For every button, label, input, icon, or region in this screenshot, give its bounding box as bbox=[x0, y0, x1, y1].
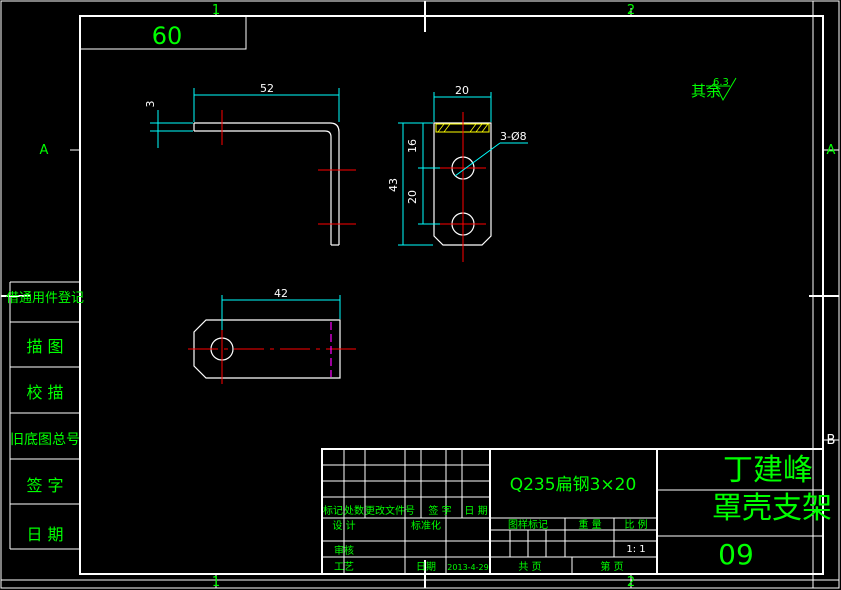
label-sheet-no: 第 页 bbox=[600, 560, 623, 573]
side-table-cell-4: 旧底图总号 bbox=[10, 432, 80, 448]
title-scale: 1: 1 bbox=[626, 544, 645, 555]
label-date: 日期 bbox=[416, 561, 436, 573]
side-table-cell-5: 签 字 bbox=[26, 476, 63, 495]
dim-side-width: 20 bbox=[455, 84, 469, 97]
rev-header-sign: 签 字 bbox=[428, 504, 451, 517]
top-view: 42 bbox=[188, 287, 362, 384]
side-table-cell-6: 日 期 bbox=[26, 525, 63, 544]
side-table-cell-1: 借通用件登记 bbox=[6, 291, 84, 306]
rev-header-doc: 更改文件号 bbox=[365, 504, 415, 517]
dim-top-length: 42 bbox=[274, 287, 288, 300]
grid-right-b: B bbox=[827, 433, 836, 448]
part-number-text: 60 bbox=[152, 22, 183, 50]
dim-front-thickness: 3 bbox=[144, 101, 157, 108]
rev-header-mark: 标记 bbox=[323, 505, 343, 517]
title-drawing-number: 09 bbox=[718, 538, 754, 571]
label-standardize: 标准化 bbox=[411, 519, 441, 532]
dim-side-lower: 20 bbox=[406, 190, 419, 204]
rev-header-count: 处数 bbox=[344, 504, 364, 517]
grid-right-a: A bbox=[827, 143, 836, 158]
label-process: 工艺 bbox=[334, 561, 354, 573]
title-part-name: 罩壳支架 bbox=[712, 491, 832, 526]
side-table-cell-2: 描 图 bbox=[26, 337, 63, 356]
side-table: 借通用件登记 描 图 校 描 旧底图总号 签 字 日 期 bbox=[6, 281, 84, 550]
roughness-symbol: 其余 6.3 bbox=[691, 77, 737, 102]
grid-left-a: A bbox=[40, 143, 49, 158]
label-design: 设 计 bbox=[332, 519, 355, 532]
grid-bottom-1: 1 bbox=[212, 575, 220, 590]
front-view: 52 3 bbox=[144, 82, 356, 246]
side-table-cell-3: 校 描 bbox=[26, 383, 63, 402]
side-view: 20 16 20 43 3-Ø8 bbox=[387, 84, 528, 262]
dim-side-height: 43 bbox=[387, 178, 400, 192]
title-material: Q235扁钢3×20 bbox=[510, 475, 637, 495]
label-weight: 重 量 bbox=[578, 518, 601, 531]
title-block: Q235扁钢3×20 丁建峰 罩壳支架 09 标记 处数 更改文件号 签 字 日… bbox=[321, 448, 832, 575]
label-ratio: 比 例 bbox=[624, 518, 647, 531]
rev-header-date: 日 期 bbox=[464, 505, 487, 517]
label-stage-mark: 图样标记 bbox=[508, 518, 548, 531]
grid-top-2: 2 bbox=[627, 3, 635, 18]
dim-side-holes: 3-Ø8 bbox=[500, 130, 527, 143]
grid-bottom-2: 2 bbox=[627, 575, 635, 590]
title-designer: 丁建峰 bbox=[723, 453, 813, 488]
label-review: 审核 bbox=[334, 544, 354, 557]
dim-side-upper: 16 bbox=[406, 139, 419, 153]
title-date: 2013-4-29 bbox=[447, 563, 488, 572]
grid-top-1: 1 bbox=[212, 3, 220, 18]
roughness-value: 6.3 bbox=[713, 77, 729, 88]
label-sheets-total: 共 页 bbox=[518, 561, 541, 573]
part-number-box: 60 bbox=[80, 16, 247, 50]
dim-front-length: 52 bbox=[260, 82, 274, 95]
